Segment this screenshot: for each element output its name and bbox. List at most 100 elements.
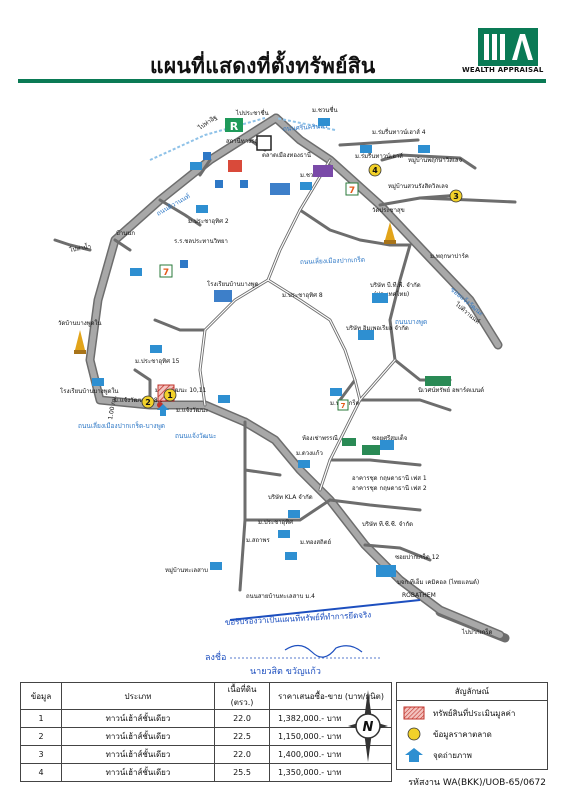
label-duang-kaew: ม.ดวงแก้ว xyxy=(296,450,323,457)
label-wat-prachasuk: วัดประชาสุข xyxy=(372,207,405,214)
svg-text:R: R xyxy=(230,120,239,133)
label-rama-sc: ห้องเช่าพรรณี xyxy=(302,434,338,442)
label-tcc: บริษัท ที.ซี.ซี. จำกัด xyxy=(362,520,413,528)
apartment-icon xyxy=(342,376,451,455)
svg-text:7: 7 xyxy=(349,186,355,196)
comparable-4-num: 4 xyxy=(372,166,378,175)
label-romruen-4: ม.ร่มรื่นทาวน์เฮาส์ 4 xyxy=(372,128,426,136)
label-villa: หมู่บ้านพฤกษาวิลเลจ xyxy=(408,157,462,164)
label-ban-nok: บ้านนก xyxy=(116,230,135,237)
label-robathem: ROBATHEM xyxy=(402,592,436,599)
page-title: แผนที่แสดงที่ตั้งทรัพย์สิน xyxy=(150,54,376,78)
header-no: ข้อมูล xyxy=(20,682,62,710)
label-wat-bangphut: วัดบ้านบางพูดใน xyxy=(58,319,102,327)
legend-item-photo: จุดถ่ายภาพ xyxy=(403,746,472,764)
table-header-row: ข้อมูล ประเภท เนื้อที่ดิน (ตรว.) ราคาเสน… xyxy=(20,682,392,710)
legend-label: ข้อมูลราคาตลาด xyxy=(433,729,492,739)
legend-item-subject: ทรัพย์สินที่ประเมินมูลค่า xyxy=(403,704,515,722)
road-label-chaeng: ถนนแจ้งวัฒนะ xyxy=(175,432,216,440)
label-lake-road: ถนนสายบ้านทะเลสาบ ม.4 xyxy=(246,593,315,600)
cell-price: 1,350,000.- บาท xyxy=(269,763,392,782)
label-sathani: สถานีทางรถไฟ xyxy=(226,137,265,145)
certify-text: ขอรับรองว่าเป็นแผนที่ทรัพย์ที่ทำการยึดจร… xyxy=(225,608,372,627)
legend-title: สัญลักษณ์ xyxy=(397,683,547,701)
label-mueang-thong: ตลาดเมืองทองธานี xyxy=(262,151,311,159)
table-row: 2 ทาวน์เฮ้าส์ชั้นเดียว 22.5 1,150,000.- … xyxy=(20,727,392,746)
svg-text:7: 7 xyxy=(341,402,346,410)
label-muban-park: ม.พฤกษาปาร์ค xyxy=(430,252,469,260)
location-map[interactable]: ถนนศรีนครินทร์ ถนนติวานนท์ ถนนเลี่ยงเมือ… xyxy=(0,82,566,686)
comparable-data-table: ข้อมูล ประเภท เนื้อที่ดิน (ตรว.) ราคาเสน… xyxy=(20,682,392,782)
label-school: ร.ร.ชลประทานวิทยา xyxy=(174,238,228,245)
blue-house-icon xyxy=(405,748,423,762)
cell-area: 22.0 xyxy=(214,745,270,764)
label-chaeng-10: ม.แจ้งวัฒนะ 10,11 xyxy=(155,387,207,394)
cell-area: 22.5 xyxy=(214,727,270,746)
label-rangsit-village: หมู่บ้านสวนรังสิตวิลเลจ xyxy=(388,183,448,190)
temple-icon-2 xyxy=(75,330,85,350)
yellow-circle-icon xyxy=(407,727,421,741)
label-chaeng: ม.แจ้งวัฒนะ xyxy=(176,407,208,414)
title-rule xyxy=(18,79,546,83)
label-khlong: ม.สถาพร xyxy=(246,537,270,544)
legend-label: ทรัพย์สินที่ประเมินมูลค่า xyxy=(433,708,516,718)
wealth-appraisal-logo xyxy=(478,28,538,66)
legend: สัญลักษณ์ ทรัพย์สินที่ประเมินมูลค่า ข้อม… xyxy=(396,682,548,770)
photo-point-1 xyxy=(157,404,169,416)
label-pracha-15: ม.ประชาอุทิศ 15 xyxy=(135,358,180,365)
school-icon xyxy=(214,290,232,302)
comparable-4 xyxy=(368,163,382,177)
label-soi-12: ซอยปากเกร็ด 12 xyxy=(395,552,440,561)
label-ban-lake: หมู่บ้านทะเลสาบ xyxy=(165,567,208,574)
legend-item-comparable: ข้อมูลราคาตลาด xyxy=(403,725,492,743)
label-si-somdet: ซอยศรีสมเด็จ xyxy=(372,433,407,442)
label-phut-school: โรงเรียนบ้านบางพูด xyxy=(207,280,259,288)
label-pak-kret-rd: ไปปากเกร็ด xyxy=(461,627,493,636)
compass-letter: N xyxy=(363,720,374,735)
label-btp-1: บริษัท บี.ที.พี. จำกัด xyxy=(370,281,421,289)
cell-type: ทาวน์เฮ้าส์ชั้นเดียว xyxy=(61,709,215,728)
hatched-red-square-icon xyxy=(403,706,425,720)
header-type: ประเภท xyxy=(61,682,215,710)
cell-no: 4 xyxy=(20,763,62,782)
label-chaeng-7: ม.แจ้งวัฒนะ 7,8,9 xyxy=(114,397,164,404)
cell-type: ทาวน์เฮ้าส์ชั้นเดียว xyxy=(61,745,215,764)
road-network xyxy=(53,113,517,643)
cell-no: 3 xyxy=(20,745,62,764)
label-imperial: บริษัท อิมเพอเรียล จำกัด xyxy=(346,324,409,332)
label-niwet-jai: ม.ประชาอุทิศ 8 xyxy=(282,292,323,299)
cell-no: 2 xyxy=(20,727,62,746)
label-kamin-1: อาคารชุด กฤษดาธานี เฟส 1 xyxy=(352,474,427,482)
svg-text:7: 7 xyxy=(163,268,169,278)
label-tha-it-1: ไปท่าอิฐ xyxy=(196,113,219,132)
table-row: 4 ทาวน์เฮ้าส์ชั้นเดียว 25.5 1,350,000.- … xyxy=(20,763,392,782)
cell-no: 1 xyxy=(20,709,62,728)
label-chuan-chuen: ม.ชวนชื่น xyxy=(312,106,338,114)
header-price: ราคาเสนอซื้อ-ขาย (บาท/ยูนิต) xyxy=(269,682,392,710)
expressway xyxy=(149,117,421,621)
label-chuan-2: ม.ชวนชื่น xyxy=(300,171,326,179)
label-kla: บริษัท KLA จำกัด xyxy=(268,494,313,501)
car-icon xyxy=(92,118,430,570)
label-niwet-apartment: นิเวศน์ทรัพย์ อพาร์ตเมนต์ xyxy=(418,386,484,394)
cell-type: ทาวน์เฮ้าส์ชั้นเดียว xyxy=(61,727,215,746)
building-icon xyxy=(270,183,290,195)
label-pracha-uthit-2: ม.ประชาอุทิศ 2 xyxy=(188,218,229,225)
comparable-2 xyxy=(141,395,155,409)
label-btp-2: (ประเทศไทย) xyxy=(374,290,409,298)
label-thong: ม.ทองสถิตย์ xyxy=(300,538,331,546)
label-tm-chemical: บจก.ทีเอ็ม เคมิคอล (ไทยแลนด์) xyxy=(397,577,479,586)
road-label-srinakarin: ถนนศรีนครินทร์ xyxy=(283,122,329,133)
comparable-markers: 1 2 3 4 xyxy=(141,163,463,409)
signature-scribble xyxy=(284,644,363,658)
signer-name: นายวสิต ขวัญแก้ว xyxy=(250,666,321,677)
label-km: 1.00 กม. xyxy=(107,395,118,421)
table-row: 1 ทาวน์เฮ้าส์ชั้นเดียว 22.0 1,382,000.- … xyxy=(20,709,392,728)
road-label-phut: ถนนบางพูด xyxy=(395,318,427,326)
mall-icon xyxy=(313,165,333,177)
cell-type: ทาวน์เฮ้าส์ชั้นเดียว xyxy=(61,763,215,782)
sign-label: ลงชื่อ xyxy=(205,650,226,663)
comparable-1-num: 1 xyxy=(167,391,173,400)
hospital-icon xyxy=(225,118,243,132)
temple-icon-1 xyxy=(385,222,395,240)
